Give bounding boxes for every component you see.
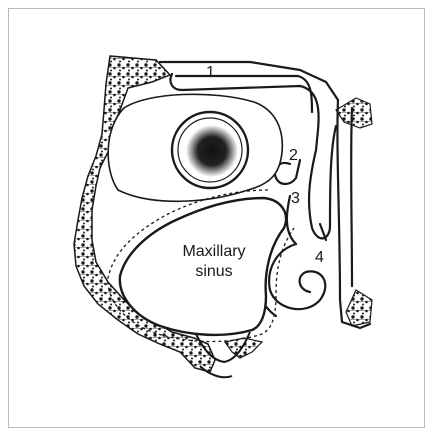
label-4: 4 — [315, 250, 324, 266]
maxillary-sinus-label-line1: Maxillary — [182, 243, 245, 260]
maxillary-sinus-label-line2: sinus — [195, 263, 232, 280]
orbit — [108, 94, 282, 201]
label-2: 2 — [289, 148, 298, 164]
label-3: 3 — [291, 191, 300, 207]
orbit-eye-icon — [186, 125, 238, 177]
maxillary-sinus-label: Maxillary sinus — [174, 242, 254, 282]
label-1: 1 — [206, 65, 215, 81]
